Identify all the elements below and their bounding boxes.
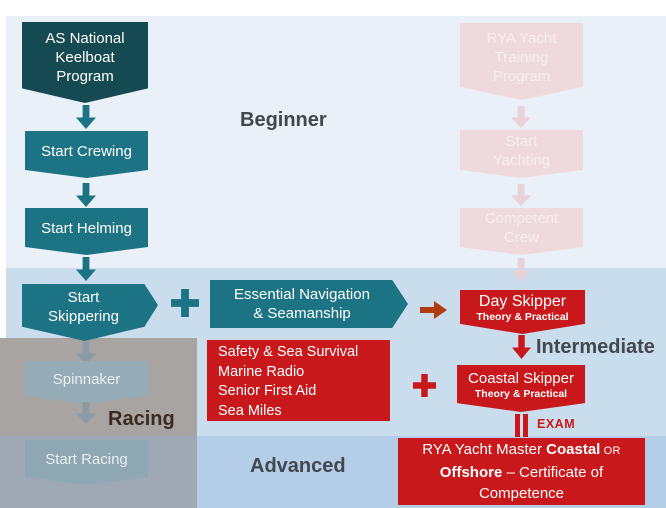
box-text: Start Helming bbox=[41, 219, 132, 237]
essential-navigation-box: Essential Navigation & Seamanship bbox=[210, 280, 408, 328]
start-racing-box: Start Racing bbox=[25, 440, 148, 485]
start-helming-box: Start Helming bbox=[25, 208, 148, 255]
box-title: Day Skipper bbox=[478, 293, 567, 310]
box-text: Start bbox=[67, 288, 100, 306]
start-yachting-box: Start Yachting bbox=[460, 130, 583, 178]
racing-label: Racing bbox=[108, 408, 175, 430]
box-text: Yachting bbox=[492, 151, 551, 169]
text-segment: RYA Yacht Master bbox=[422, 441, 547, 458]
box-subtitle: Theory & Practical bbox=[476, 311, 569, 323]
start-crewing-box: Start Crewing bbox=[25, 131, 148, 178]
beginner-label: Beginner bbox=[240, 109, 327, 131]
box-text: Marine Radio bbox=[218, 363, 305, 380]
box-text-line: RYA Yacht Master Coastal or bbox=[406, 439, 637, 462]
box-text: Senior First Aid bbox=[218, 383, 317, 399]
box-text: Essential Navigation bbox=[234, 286, 370, 303]
box-text: Sea Miles bbox=[218, 402, 282, 419]
box-text: Keelboat bbox=[55, 49, 115, 66]
spinnaker-box: Spinnaker bbox=[25, 361, 148, 404]
box-subtitle: Theory & Practical bbox=[474, 388, 568, 400]
box-text-line: Offshore – Certificate of bbox=[406, 462, 637, 483]
box-text: Crew bbox=[503, 229, 539, 246]
box-text: AS National bbox=[45, 30, 125, 47]
box-text: RYA Yacht bbox=[486, 29, 557, 47]
box-text: Start Racing bbox=[45, 451, 128, 468]
rya-yacht-master-box: RYA Yacht Master Coastal or Offshore – C… bbox=[398, 438, 645, 505]
text-segment: – Certificate of bbox=[502, 464, 604, 481]
box-text: Safety & Sea Survival bbox=[218, 344, 359, 360]
box-text: Skippering bbox=[48, 307, 119, 325]
advanced-label: Advanced bbox=[250, 455, 346, 477]
box-text: Competent bbox=[484, 210, 559, 227]
box-text-line: Competence bbox=[478, 485, 565, 502]
box-title: Coastal Skipper bbox=[468, 370, 574, 387]
exam-label: Exam bbox=[537, 417, 576, 431]
day-skipper-box: Day Skipper Theory & Practical bbox=[460, 290, 585, 334]
rya-yacht-training-program-box: RYA Yacht Training Program bbox=[460, 23, 583, 100]
box-text: & Seamanship bbox=[253, 305, 351, 322]
text-segment-bold: Offshore bbox=[439, 464, 503, 481]
as-national-keelboat-program-box: AS National Keelboat Program bbox=[22, 22, 148, 103]
intermediate-label: Intermediate bbox=[536, 336, 655, 358]
competent-crew-box: Competent Crew bbox=[460, 208, 583, 255]
box-text: Start bbox=[505, 132, 538, 150]
coastal-skipper-box: Coastal Skipper Theory & Practical bbox=[457, 365, 585, 412]
text-segment-smallcaps: or bbox=[600, 445, 621, 457]
requirements-box: Safety & Sea Survival Marine Radio Senio… bbox=[207, 340, 390, 421]
box-text: Spinnaker bbox=[52, 371, 121, 388]
exam-bars-icon bbox=[515, 414, 528, 437]
box-text: Program bbox=[56, 68, 114, 85]
text-segment-bold: Coastal bbox=[546, 441, 601, 458]
box-text: Training bbox=[494, 48, 549, 66]
box-text: Program bbox=[492, 67, 551, 85]
box-text: Start Crewing bbox=[41, 142, 132, 160]
